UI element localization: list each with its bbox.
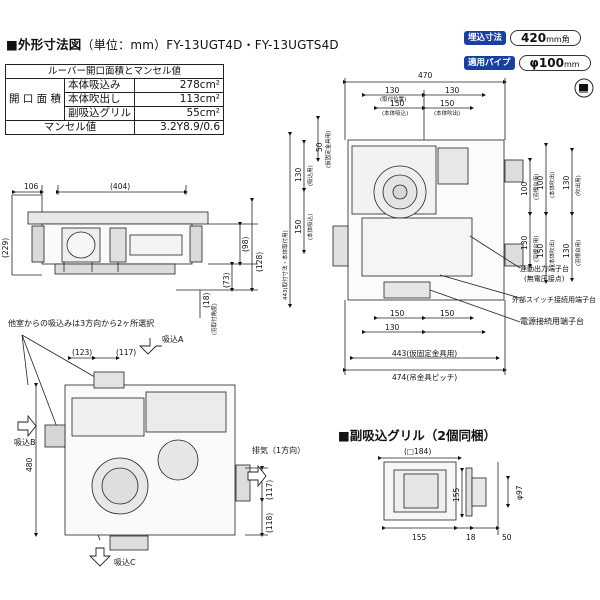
plan-dim-474-bottom: 474(吊金具ピッチ) (392, 372, 457, 382)
inlet-c-arrow-icon (88, 547, 112, 567)
title-models: FY-13UGT4D・FY-13UGTS4D (166, 38, 339, 52)
inlet-a-label: 吸込A (162, 335, 184, 344)
exhaust-arrow-icon (247, 464, 267, 488)
front-dim-angle-note: (羽取付角度) (210, 303, 218, 335)
grille-dim-50: 50 (502, 533, 512, 542)
interlock-terminal-label: 連動出力端子台 (520, 265, 569, 273)
switch-terminal-label: 外部スイッチ接続用端子台 (512, 296, 596, 304)
front-dim-229: (229) (1, 238, 10, 258)
bottom-view-drawing (21, 334, 268, 551)
bottom-dim-118-right: (118) (265, 513, 274, 533)
grille-dim-184: (□184) (404, 447, 431, 456)
title-main: ■外形寸法図 (6, 37, 82, 52)
plan-dim-470: 470 (418, 71, 433, 80)
munsell-value: 3.2Y8.9/0.6 (134, 120, 225, 135)
grille-section-title: ■副吸込グリル（2個同梱） (338, 428, 497, 443)
grille-dim-97: φ97 (515, 485, 524, 500)
plan-dim-130-r-note: (羽根台用) (532, 236, 540, 262)
front-dim-106: 106 (24, 182, 39, 191)
plan-dim-150-left-note: (本体吸込) (306, 214, 314, 240)
plan-dim-50: 50 (315, 142, 324, 152)
bottom-dim-480: 480 (25, 457, 34, 472)
plan-dim-443-bottom: 443(仮固定金具用) (392, 348, 457, 358)
spec-row-label: 本体吹出し (64, 92, 136, 107)
title-unit: （単位：mm） (81, 38, 167, 52)
plan-dim-150-rr: 150 (536, 243, 545, 258)
bottom-dim-117-right: (117) (265, 480, 274, 500)
plan-dim-150-rr-note: (本体吹出) (548, 240, 556, 266)
plan-dim-150-bottom: 150 (390, 309, 405, 318)
grille-dim-155-v: 155 (452, 487, 461, 502)
grille-dim-18: 18 (466, 533, 476, 542)
pipe-size-value: φ100mm (518, 55, 591, 71)
plan-dim-150-note-r: (本体吹出) (434, 109, 460, 117)
plan-dim-150-bottom-r: 150 (440, 309, 455, 318)
bottom-dim-117-top: (117) (116, 348, 136, 357)
plan-dim-130-note: (取付位置) (380, 95, 406, 103)
plan-dim-150-note: (本体吸込) (382, 109, 408, 117)
grille-drawing (378, 456, 510, 535)
plan-dim-150-left: 150 (294, 219, 303, 234)
ceiling-size-number: 420 (521, 31, 547, 45)
pipe-size-unit: mm (563, 60, 580, 69)
spec-row-value: 278cm² (134, 78, 225, 93)
plan-dim-100-r-note: (羽根台用) (532, 174, 540, 200)
plan-dim-100-rr-note: (本体吹出) (548, 172, 556, 198)
ceiling-size-badge: 埋込寸法 420mm角 (464, 30, 581, 46)
ceiling-size-label: 埋込寸法 (464, 31, 507, 45)
plan-dim-130-r: 130 (520, 235, 529, 250)
bottom-dim-123: (123) (72, 348, 92, 357)
plan-dim-130-left-note: (吸込用) (306, 165, 314, 186)
plan-dim-150-top: 150 (390, 99, 405, 108)
plan-dim-130-bottom: 130 (385, 323, 400, 332)
front-dim-18: (18) (202, 293, 211, 308)
ceiling-mount-icon (574, 78, 594, 98)
inlet-c-label: 吸込C (114, 558, 136, 567)
plan-dim-443-left: 443(取付寸法・本体取付用) (281, 230, 289, 300)
plan-dim-130-left: 130 (294, 167, 303, 182)
pipe-size-number: φ100 (529, 56, 564, 70)
plan-dim-100-rr: 100 (536, 175, 545, 190)
inlet-a-arrow-icon (138, 338, 162, 355)
plan-dim-130-rrr-note: (吹出用) (574, 175, 582, 196)
plan-dim-130-top: 130 (385, 86, 400, 95)
plan-view-drawing (288, 78, 574, 375)
exhaust-label: 排気（1方向） (252, 446, 306, 455)
pipe-size-badge: 適用パイプ φ100mm (464, 55, 591, 71)
front-dim-128: (128) (255, 252, 264, 272)
plan-dim-150-top-r: 150 (440, 99, 455, 108)
plan-dim-100-r: 100 (520, 181, 529, 196)
front-dim-404: (404) (110, 182, 130, 191)
grille-dim-155-h: 155 (412, 533, 427, 542)
munsell-label: マンセル値 (4, 120, 136, 135)
front-dim-98: (98) (241, 237, 250, 252)
ceiling-size-value: 420mm角 (510, 30, 581, 46)
page-title: ■外形寸法図（単位：mm）FY-13UGT4D・FY-13UGTS4D (6, 34, 339, 53)
plan-dim-130-top-r: 130 (445, 86, 460, 95)
spec-row-value: 55cm² (134, 106, 225, 121)
plan-dim-130-rrr: 130 (562, 175, 571, 190)
interlock-terminal-note: (無電圧接点) (524, 275, 565, 283)
ceiling-size-unit: mm角 (546, 35, 570, 44)
bottom-note: 他室からの吸込みは3方向から2ヶ所選択 (8, 319, 155, 328)
front-view-drawing (11, 185, 258, 318)
plan-dim-130-rrr2-note: (羽根台用) (574, 240, 582, 266)
power-terminal-label: 電源接続用端子台 (520, 317, 584, 326)
louver-spec-table: ルーバー開口面積とマンセル値 開 口 面 積 本体吸込み 278cm² 本体吹出… (4, 64, 225, 135)
pipe-size-label: 適用パイプ (464, 56, 515, 70)
plan-dim-50-note: (仮固定金具用) (324, 131, 332, 168)
plan-dim-130-rrr2: 130 (562, 243, 571, 258)
front-dim-73: (73) (222, 273, 231, 288)
inlet-b-arrow-icon (17, 414, 37, 438)
spec-group-label: 開 口 面 積 (4, 78, 66, 121)
inlet-b-label: 吸込B (14, 438, 36, 447)
